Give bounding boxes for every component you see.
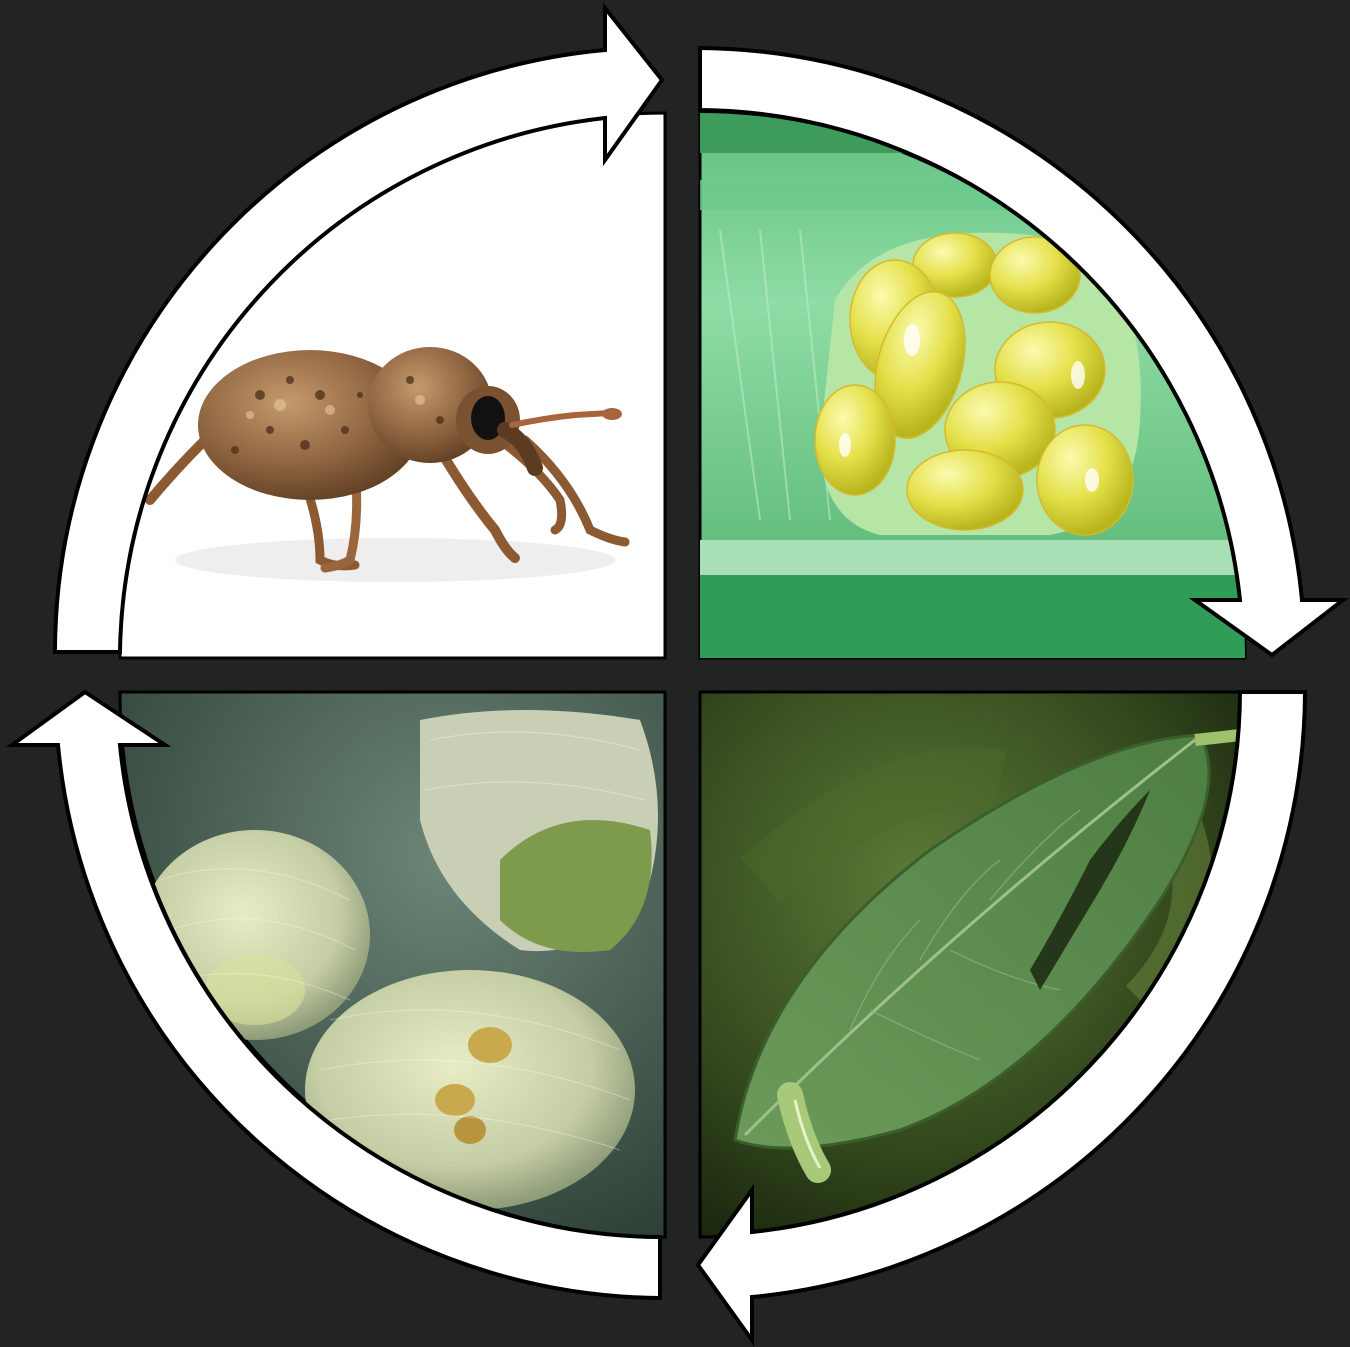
cycle-arrows <box>12 8 1343 1340</box>
stage-pupa-panel <box>120 692 665 1237</box>
stage-larva-panel <box>700 692 1245 1237</box>
stage-adult-panel <box>120 113 665 658</box>
